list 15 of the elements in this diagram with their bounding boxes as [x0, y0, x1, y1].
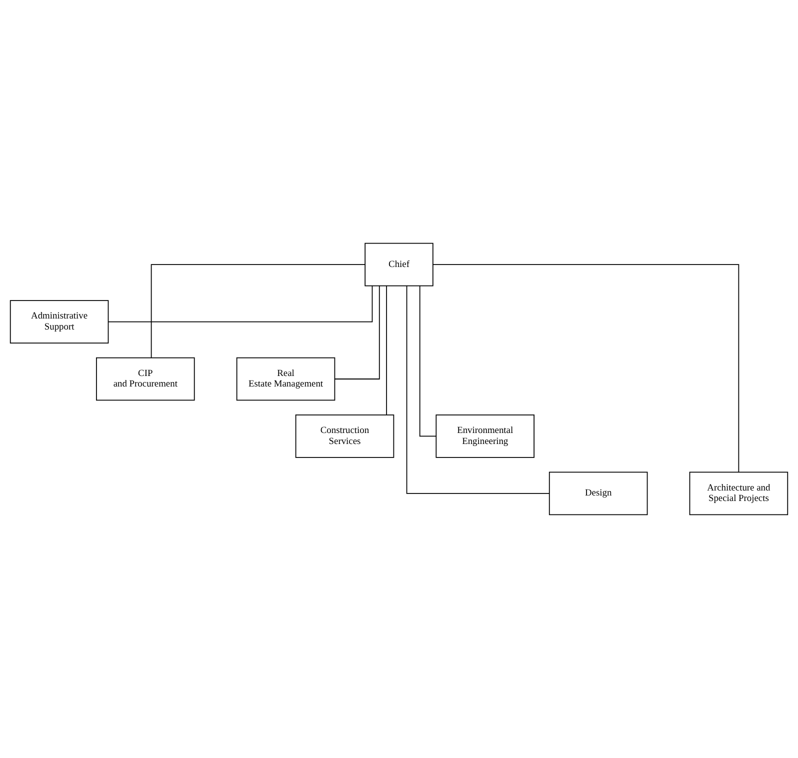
node-box: CIP and Procurement	[96, 357, 195, 401]
node-box: Design	[548, 472, 648, 516]
node-box: Administrative Support	[10, 300, 109, 344]
node-box: Environmental Engineering	[436, 414, 534, 458]
node-box: Architecture and Special Projects	[689, 472, 788, 516]
connector	[108, 285, 373, 322]
connector	[432, 264, 740, 473]
connector	[406, 285, 550, 494]
node-box: Real Estate Management	[236, 357, 336, 401]
node-box: Construction Services	[295, 414, 394, 458]
connector	[419, 286, 437, 437]
connector	[386, 286, 387, 416]
node-box: Chief	[364, 242, 434, 286]
connector	[150, 264, 366, 358]
connector	[334, 285, 380, 380]
